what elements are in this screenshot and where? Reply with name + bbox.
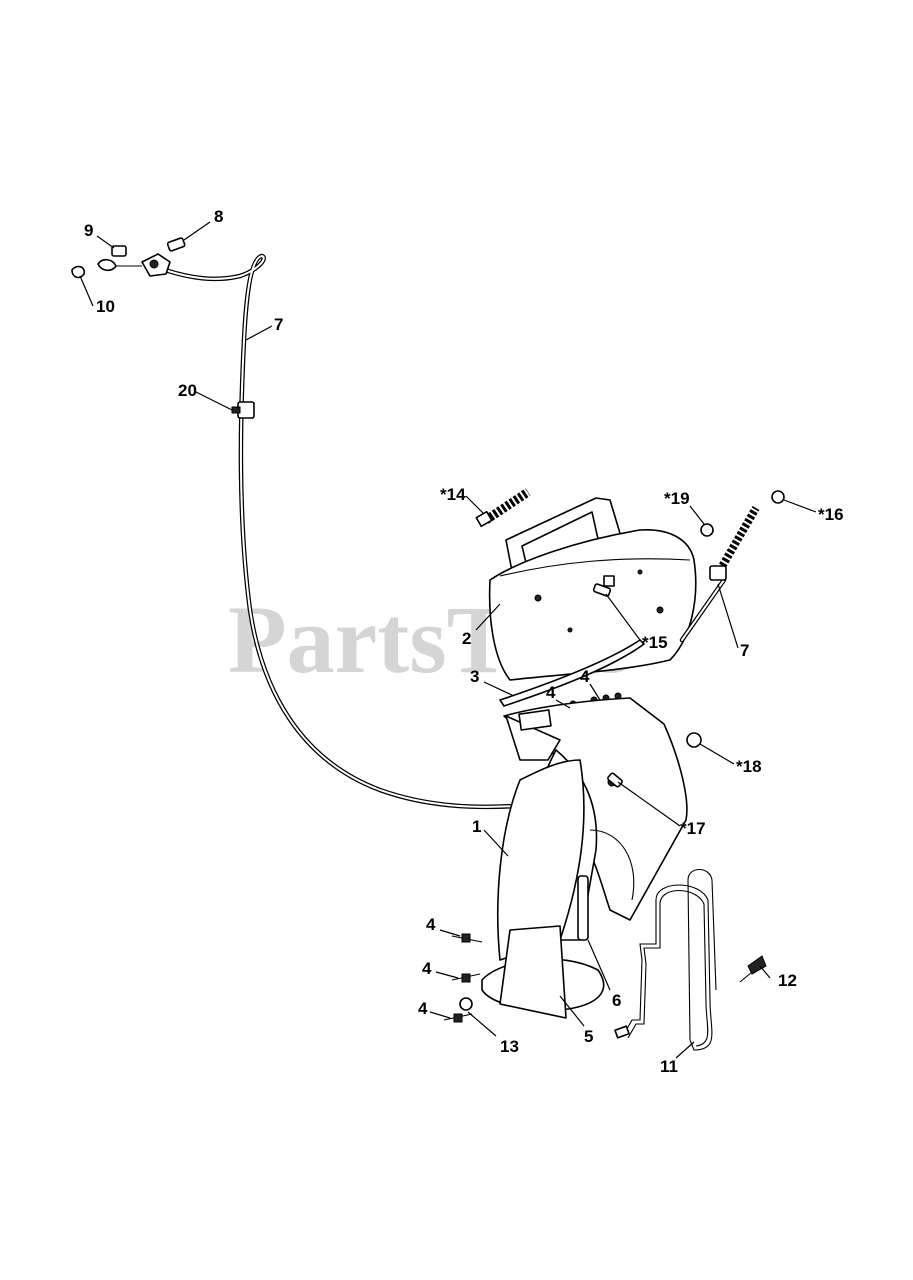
part-1-chute-body (481, 697, 688, 1019)
callout-3: 3 (470, 667, 479, 686)
callout-9: 9 (84, 221, 93, 240)
callout-20: 20 (178, 381, 197, 400)
part-14-spring (475, 488, 531, 528)
callout-labels: 9 8 10 7 20 *14 *19 *16 2 *15 7 3 4 4 *1… (84, 207, 844, 1076)
part-15-bolt (592, 583, 612, 597)
callout-7-upper: 7 (274, 315, 283, 334)
part-9-bolt (111, 245, 127, 257)
part-13-washer (459, 997, 473, 1011)
callout-2: 2 (462, 629, 471, 648)
part-8-bolt (166, 237, 186, 252)
callout-13: 13 (500, 1037, 519, 1056)
callout-5: 5 (584, 1027, 593, 1046)
part-7-cable-end (679, 505, 760, 643)
callout-4-d: 4 (422, 959, 432, 978)
callout-19: *19 (664, 489, 690, 508)
callout-10: 10 (96, 297, 115, 316)
part-19-washer (700, 523, 714, 537)
part-3-plate (499, 639, 645, 707)
part-18-nut (686, 732, 702, 748)
callout-6: 6 (612, 991, 621, 1010)
part-6-bracket (577, 875, 589, 941)
callout-12: 12 (778, 971, 797, 990)
part-17-bolt (607, 772, 623, 788)
callout-8: 8 (214, 207, 223, 226)
callout-11: 11 (660, 1057, 678, 1076)
part-20-cable-clamp (231, 401, 255, 419)
part-16-nut (771, 490, 785, 504)
callout-16: *16 (818, 505, 844, 524)
leader-lines (79, 221, 817, 1059)
callout-15: *15 (642, 633, 668, 652)
part-2-chute-deflector (488, 497, 697, 681)
callout-18: *18 (736, 757, 762, 776)
callout-4-b: 4 (580, 667, 590, 686)
callout-4-a: 4 (546, 683, 556, 702)
callout-14: *14 (440, 485, 466, 504)
part-10-clip (71, 265, 86, 279)
callout-4-e: 4 (418, 999, 428, 1018)
callout-4-c: 4 (426, 915, 436, 934)
cable-head-assembly (71, 237, 186, 279)
part-7-chute-control-cable (162, 253, 518, 810)
callout-17: *17 (680, 819, 706, 838)
callout-1: 1 (472, 817, 481, 836)
callout-7-right: 7 (740, 641, 749, 660)
part-11-rod (614, 868, 717, 1051)
part-4-bolts-lower (443, 933, 483, 1023)
part-12-clip (739, 955, 767, 983)
